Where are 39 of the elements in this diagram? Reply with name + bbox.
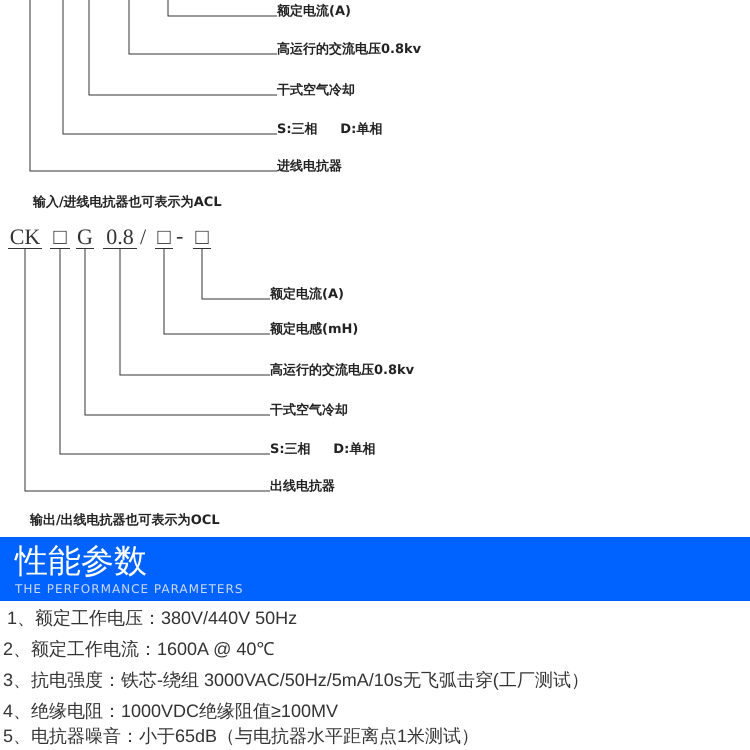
spec-item: 4、绝缘电阻：1000VDC绝缘阻值≥100MV	[3, 700, 338, 723]
description-label: 干式空气冷却	[270, 401, 348, 421]
note-text: 输出/出线电抗器也可表示为OCL	[30, 512, 220, 530]
code-segment: □	[193, 225, 211, 249]
note-text: 输入/进线电抗器也可表示为ACL	[33, 194, 222, 212]
leader-line	[60, 248, 270, 454]
section-subheading: THE PERFORMANCE PARAMETERS	[15, 582, 244, 597]
leader-line	[30, 0, 278, 172]
description-label: 出线电抗器	[270, 477, 335, 497]
leader-line	[164, 248, 270, 334]
description-label: 高运行的交流电压0.8kv	[277, 40, 422, 60]
code-segment: 0.8	[103, 225, 137, 249]
leader-line	[168, 0, 278, 16]
description-label: S:三相 D:单相	[277, 120, 382, 140]
spec-item: 1、额定工作电压：380V/440V 50Hz	[7, 607, 298, 630]
code-separator: -	[176, 224, 184, 247]
code-separator: /	[140, 225, 146, 248]
spec-item: 2、额定工作电流：1600A @ 40℃	[3, 638, 274, 661]
leader-line	[202, 248, 270, 300]
section-heading: 性能参数	[15, 541, 147, 581]
leader-line	[84, 248, 270, 416]
code-segment: □	[155, 225, 173, 249]
description-label: 干式空气冷却	[277, 81, 355, 101]
description-label: S:三相 D:单相	[270, 440, 376, 460]
description-label: 额定电流(A)	[277, 2, 351, 22]
leader-line	[120, 248, 270, 376]
description-label: 进线电抗器	[277, 157, 342, 177]
leader-line	[24, 248, 270, 492]
code-segment: G	[76, 225, 94, 249]
leader-line	[128, 0, 278, 54]
description-label: 高运行的交流电压0.8kv	[270, 361, 414, 381]
leader-line	[62, 0, 278, 134]
spec-item: 5、电抗器噪音：小于65dB（与电抗器水平距离点1米测试）	[3, 725, 480, 748]
spec-item: 3、抗电强度：铁芯-绕组 3000VAC/50Hz/5mA/10s无飞弧击穿(工厂测试）	[3, 669, 589, 692]
code-segment: CK	[8, 225, 42, 249]
code-segment: □	[50, 225, 70, 249]
description-label: 额定电感(mH)	[270, 320, 358, 340]
description-label: 额定电流(A)	[270, 285, 344, 305]
leader-line	[88, 0, 278, 96]
